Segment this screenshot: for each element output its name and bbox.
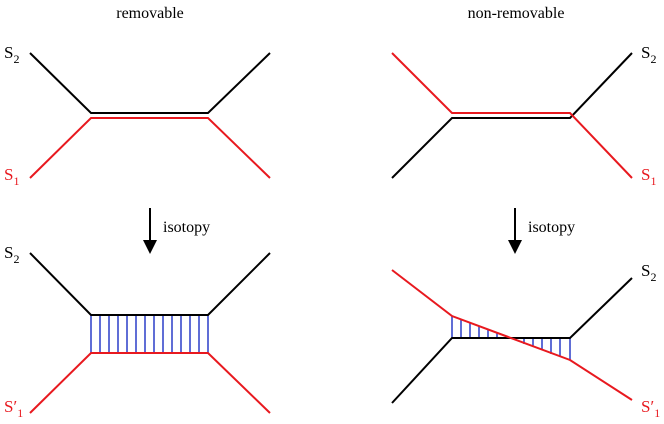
s1-sheet [391, 52, 633, 179]
isotopy-label-left: isotopy [163, 219, 210, 236]
label-s1-top-left: S1 [4, 165, 19, 188]
s2-sheet [29, 52, 271, 114]
bottom-right-config [391, 269, 633, 404]
label-s1-prime-bottom-right: S′1 [641, 397, 660, 420]
top-right-config [391, 52, 633, 179]
label-s2-top-left: S2 [4, 43, 19, 66]
label-s1-top-right: S1 [641, 165, 656, 188]
top-left-config [29, 52, 271, 179]
arrow-right [508, 208, 522, 254]
arrow-left [143, 208, 157, 254]
label-s2-bottom-left: S2 [4, 243, 19, 266]
hatch-region-left [90, 315, 209, 353]
s1-prime-sheet [391, 269, 633, 401]
title-non-removable: non-removable [468, 5, 565, 22]
s1-sheet [29, 117, 271, 179]
title-removable: removable [116, 5, 184, 22]
isotopy-label-right: isotopy [528, 219, 575, 236]
label-s2-bottom-right: S2 [641, 261, 656, 284]
label-s1-prime-bottom-left: S′1 [4, 397, 23, 420]
s2-sheet [29, 252, 271, 316]
label-s2-top-right: S2 [641, 43, 656, 66]
s2-sheet [391, 52, 633, 179]
s1-prime-sheet [29, 352, 271, 414]
bottom-left-config [29, 252, 271, 414]
